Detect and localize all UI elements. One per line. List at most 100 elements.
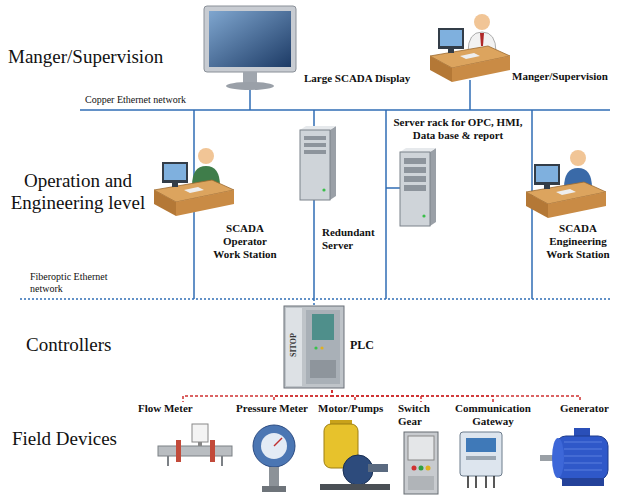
device-label: Manger/Supervision — [512, 70, 620, 83]
operator-icon — [154, 190, 176, 216]
flow-meter-icon — [210, 440, 215, 462]
level-label: Field Devices — [12, 428, 132, 450]
level-label: Controllers — [26, 334, 146, 356]
server-rack-node: Server rack for OPC, HMI, Data base & re… — [392, 116, 526, 230]
plc-icon — [312, 314, 334, 340]
monitor-icon — [204, 6, 296, 90]
server-rack-icon — [430, 148, 436, 226]
flow-meter-icon — [198, 442, 202, 446]
workstation-node: SCADA Operator Work Station — [154, 140, 284, 264]
switch-gear-icon — [404, 432, 438, 494]
engineer-icon — [526, 150, 606, 218]
server-rack-icon — [404, 185, 426, 191]
network-label-holder: Fiberoptic Ethernet network — [30, 271, 120, 295]
copper-ethernet-bus — [249, 88, 251, 110]
device-label: SCADA Engineering Work Station — [538, 222, 618, 261]
device-label: Server rack for OPC, HMI, Data base & re… — [392, 116, 524, 142]
flow-meter-icon — [158, 446, 232, 456]
network-label: Copper Ethernet network — [85, 94, 215, 106]
engineer-icon — [556, 189, 576, 195]
flow-meter-icon — [192, 424, 208, 442]
device-label: Pressure Meter — [236, 402, 312, 415]
network-label-holder: Copper Ethernet network — [85, 94, 215, 106]
fieldbus-link — [183, 390, 332, 402]
monitor-icon — [243, 72, 257, 83]
manager-icon — [438, 28, 464, 49]
operator-icon — [154, 148, 234, 216]
network-label: Fiberoptic Ethernet network — [30, 271, 120, 295]
switch-gear-icon — [404, 432, 438, 494]
device-label: PLC — [350, 338, 380, 352]
fiber-ethernet-bus — [20, 299, 610, 306]
level-label: Operation and Engineering level — [6, 170, 150, 214]
field-device: Switch Gear — [396, 402, 446, 498]
gateway-icon — [460, 432, 502, 476]
operator-icon — [164, 164, 186, 180]
server-icon — [300, 126, 336, 200]
field-device: Flow Meter — [134, 402, 232, 468]
server-icon — [300, 130, 330, 200]
level-label-holder: Manger/Supervision — [8, 46, 178, 68]
workstation-node: SCADA Engineering Work Station — [526, 142, 622, 264]
monitor-icon — [204, 6, 296, 72]
device-label: Large SCADA Display — [304, 72, 422, 85]
engineer-icon — [536, 166, 558, 182]
engineer-icon — [570, 150, 586, 166]
fieldbus-link — [332, 390, 580, 402]
plc-icon — [306, 310, 340, 384]
plc-icon — [286, 308, 302, 386]
pressure-meter-icon — [269, 467, 279, 487]
operator-icon — [198, 148, 214, 164]
gateway-icon — [466, 438, 496, 452]
pressure-meter-icon — [253, 425, 295, 492]
brand-marking: SITOP — [289, 330, 299, 360]
switch-gear-icon — [426, 466, 431, 471]
level-label-holder: Field Devices — [12, 428, 132, 450]
engineer-icon — [548, 192, 606, 218]
server-icon — [304, 136, 326, 140]
motor-pump-icon — [320, 484, 390, 490]
generator-icon — [562, 478, 604, 486]
engineer-icon — [544, 185, 550, 189]
switch-gear-icon — [408, 476, 434, 490]
field-device: Motor/Pumps — [316, 402, 394, 492]
device-label: Redundant Server — [322, 226, 378, 252]
server-icon — [330, 126, 336, 200]
server-icon — [304, 143, 326, 147]
pressure-meter-icon — [261, 433, 287, 459]
manager-icon — [452, 56, 510, 82]
engineer-icon — [570, 151, 586, 156]
pressure-meter-icon — [274, 438, 282, 446]
server-rack-icon — [404, 158, 426, 164]
generator-icon — [540, 428, 608, 486]
motor-pump-icon — [320, 420, 390, 490]
engineer-icon — [526, 192, 548, 218]
operator-icon — [184, 187, 204, 193]
manager-icon — [430, 14, 510, 82]
level-label-holder: Controllers — [26, 334, 146, 356]
manager-icon — [430, 56, 452, 82]
manager-icon — [474, 14, 490, 30]
generator-icon — [564, 442, 602, 470]
pressure-meter-icon — [262, 486, 286, 492]
operator-icon — [176, 190, 234, 216]
device-label: Flow Meter — [138, 402, 228, 415]
device-label: SCADA Operator Work Station — [210, 222, 280, 261]
monitor-icon — [209, 11, 291, 67]
engineer-icon — [534, 164, 560, 185]
switch-gear-icon — [412, 466, 417, 471]
server-rack-icon — [400, 148, 436, 226]
field-device: Pressure Meter — [234, 402, 314, 496]
gateway-icon — [460, 432, 502, 488]
manager-icon — [448, 49, 454, 53]
server-icon — [322, 188, 325, 191]
motor-pump-icon — [368, 464, 388, 472]
pressure-meter-icon — [253, 425, 295, 467]
copper-ethernet-bus — [469, 80, 471, 110]
plc-icon — [320, 346, 323, 349]
copper-ethernet-bus — [80, 80, 610, 299]
flow-meter-icon — [167, 456, 169, 466]
flow-meter-icon — [176, 440, 181, 462]
plc-icon — [284, 306, 344, 388]
